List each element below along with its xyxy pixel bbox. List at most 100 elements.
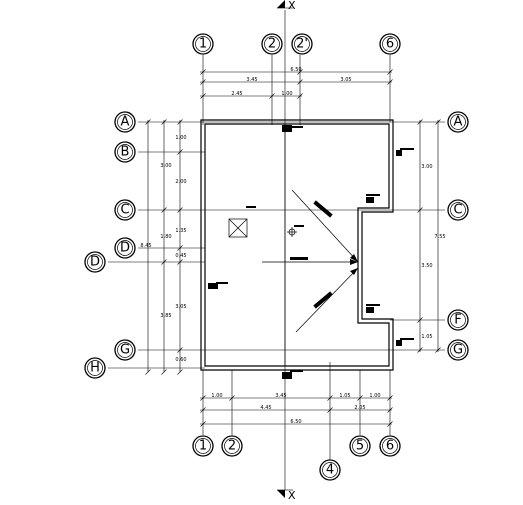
dimension-tick (177, 369, 183, 375)
grid-bubble: 1 (192, 33, 214, 55)
grid-bubble: 2 (261, 33, 283, 55)
grid-bubble: D (84, 251, 106, 273)
opening-symbol (228, 218, 248, 238)
dimension-tick (177, 259, 183, 265)
dimension-tick (297, 79, 303, 85)
dimension-tick (200, 79, 206, 85)
svg-text:D: D (120, 241, 130, 256)
dimension-tick (177, 207, 183, 213)
svg-text:C: C (453, 203, 462, 218)
svg-text:5: 5 (356, 439, 364, 454)
dimension-tick (177, 149, 183, 155)
dim-left-4: 0.45 (175, 253, 186, 259)
grid-bubble: 1 (192, 435, 214, 457)
grid-bubble: A (114, 111, 136, 133)
svg-text:6: 6 (386, 37, 394, 52)
dim-right-total: 7.55 (434, 234, 445, 240)
dim-left-5: 3.05 (175, 304, 186, 310)
dim-bottom-1: 1.00 (211, 393, 222, 399)
dim-right-1: 3.00 (421, 164, 432, 170)
dimension-tick (387, 421, 393, 427)
grid-bubbles-bottom: 1 2 4 5 6 (192, 435, 401, 481)
svg-text:C: C (120, 203, 129, 218)
section-arrow-icon (277, 0, 285, 8)
dimension-tick (327, 395, 333, 401)
section-marker-top: X (277, 0, 296, 12)
dimension-tick (161, 207, 167, 213)
dim-left-mid-3: 3.85 (160, 313, 171, 319)
svg-text:4: 4 (326, 463, 334, 478)
svg-text:G: G (120, 343, 130, 358)
dimension-ticks (145, 69, 441, 427)
dimension-tick (161, 119, 167, 125)
grid-bubble: A (447, 111, 469, 133)
grid-bubbles-left: A B C D D G H (84, 111, 136, 379)
svg-text:A: A (121, 115, 130, 130)
dim-bottom-3: 1.05 (339, 393, 350, 399)
svg-text:1: 1 (199, 37, 207, 52)
dimension-tick (435, 119, 441, 125)
dim-right-3: 1.05 (421, 334, 432, 340)
dimension-tick (387, 395, 393, 401)
dimension-labels: 6.50 3.45 3.05 2.45 1.00 1.00 3.45 1.05 … (140, 67, 445, 425)
dimension-tick (200, 93, 206, 99)
svg-text:D: D (90, 255, 100, 270)
wall-tags (208, 125, 414, 379)
dimension-tick (145, 119, 151, 125)
svg-text:B: B (121, 145, 130, 160)
interior-details (228, 124, 359, 366)
grid-bubble: G (114, 339, 136, 361)
dimension-tick (357, 395, 363, 401)
section-arrow-icon (277, 490, 285, 498)
grid-bubble: D (114, 237, 136, 259)
dim-left-2: 2.00 (175, 179, 186, 185)
grid-bubble: 2' (291, 33, 313, 55)
dimension-tick (161, 369, 167, 375)
grid-bubble: C (114, 199, 136, 221)
dimension-tick (177, 119, 183, 125)
dim-bottom-5: 4.45 (260, 405, 271, 411)
section-label: X (288, 489, 296, 502)
svg-text:2: 2 (268, 37, 276, 52)
grid-bubble: 6 (379, 33, 401, 55)
dimension-tick (417, 119, 423, 125)
dim-left-mid-1: 3.00 (160, 163, 171, 169)
grid-bubble: B (114, 141, 136, 163)
dimension-tick (145, 369, 151, 375)
dimension-tick (200, 69, 206, 75)
grid-bubble: 5 (349, 435, 371, 457)
section-label: X (288, 0, 296, 12)
section-marker-bottom: X (277, 489, 296, 502)
dim-top-3: 2.45 (231, 91, 242, 97)
dimension-tick (177, 347, 183, 353)
dimension-tick (387, 407, 393, 413)
dimension-tick (417, 207, 423, 213)
dimension-tick (417, 347, 423, 353)
grid-bubble: 2 (221, 435, 243, 457)
dimension-tick (297, 69, 303, 75)
dim-left-6: 0.60 (175, 357, 186, 363)
dimension-tick (435, 347, 441, 353)
dim-top-total: 6.50 (290, 67, 301, 73)
dim-left-3: 1.35 (175, 228, 186, 234)
svg-text:A: A (454, 115, 463, 130)
dim-left-mid-2: 1.80 (160, 234, 171, 240)
slope-arrow (295, 267, 359, 333)
building-walls (200, 119, 394, 371)
grid-bubble: C (447, 199, 469, 221)
dim-top-2: 3.05 (340, 77, 351, 83)
svg-text:2': 2' (296, 37, 308, 52)
dim-left-total: 8.45 (140, 243, 151, 249)
dim-top-1: 3.45 (246, 77, 257, 83)
dim-left-1: 1.00 (175, 135, 186, 141)
dimension-tick (387, 79, 393, 85)
dimension-tick (417, 317, 423, 323)
grid-bubble: 6 (379, 435, 401, 457)
svg-text:F: F (454, 313, 461, 328)
dimension-tick (269, 93, 275, 99)
grid-bubble: 4 (319, 459, 341, 481)
grid-bubble: G (447, 339, 469, 361)
dim-bottom-total: 6.50 (290, 419, 301, 425)
dimension-tick (229, 395, 235, 401)
